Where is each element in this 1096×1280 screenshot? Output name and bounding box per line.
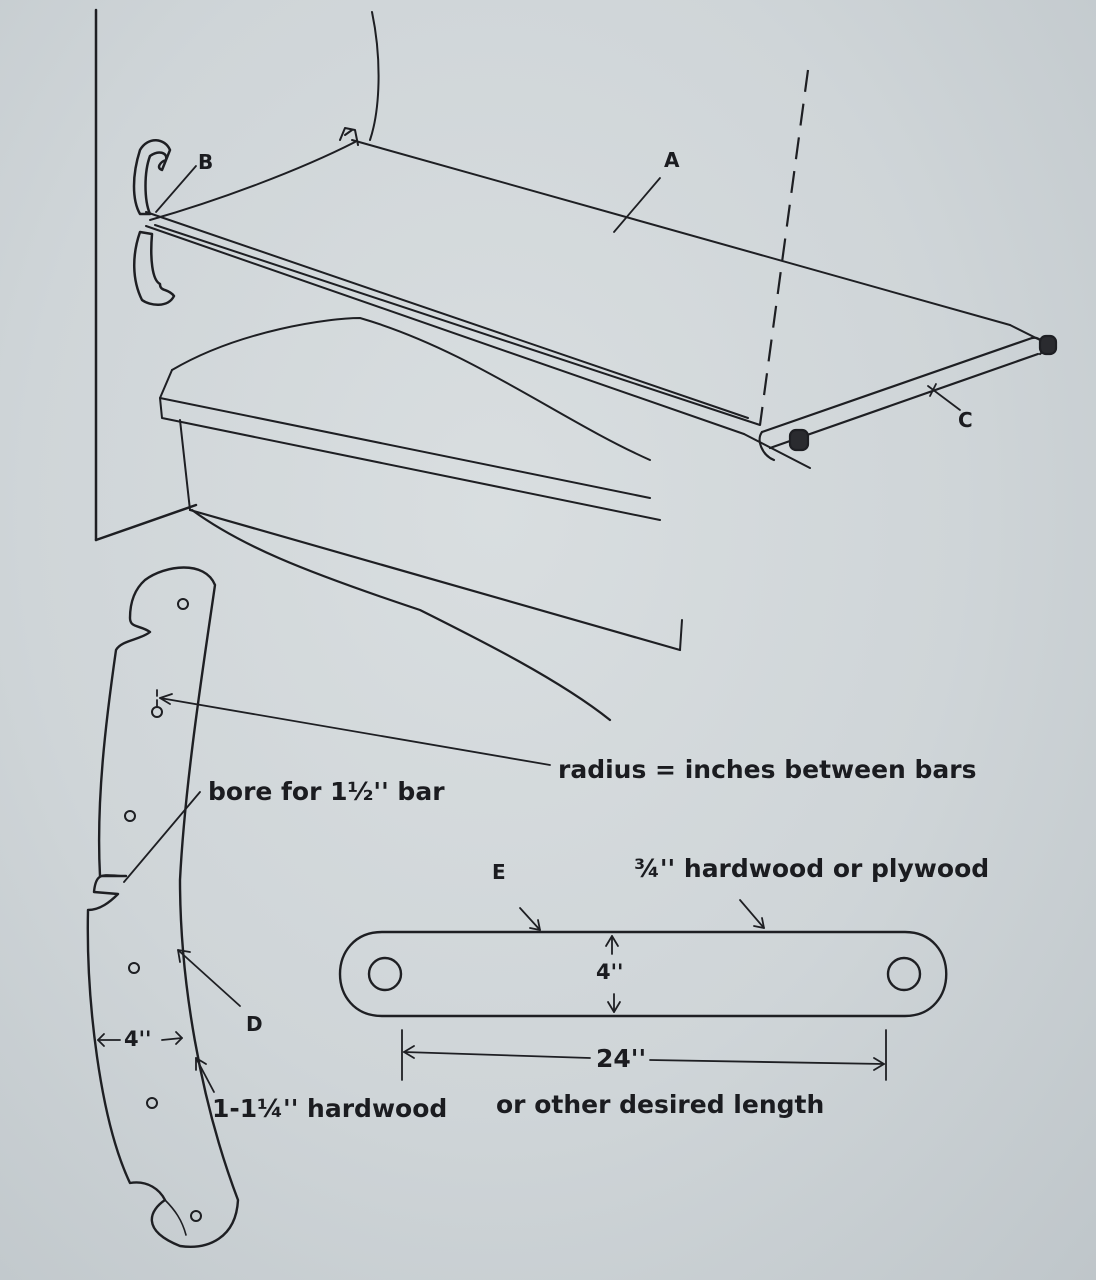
- leader-d: [177, 949, 241, 1007]
- stool: [159, 317, 683, 722]
- leader-e: [519, 907, 541, 931]
- leader-bore: [123, 791, 201, 883]
- bar-length-note: or other desired length: [496, 1090, 825, 1119]
- leader-radius: [159, 697, 551, 766]
- end-bar-c: [758, 334, 1058, 462]
- bar-length-label: 24'': [596, 1044, 647, 1073]
- sling-seat-a: [149, 127, 1041, 426]
- label-b: B: [198, 150, 214, 174]
- side-piece-d: [86, 566, 240, 1248]
- bar-width-dimension: [605, 935, 621, 1013]
- radius-annotation: radius = inches between bars: [558, 755, 977, 784]
- bar-length-dimension: [401, 1029, 887, 1081]
- bracket-b: [132, 139, 176, 306]
- leader-a: [613, 177, 661, 233]
- side-width-dimension: [97, 1031, 183, 1047]
- leader-plywood: [739, 899, 765, 929]
- end-bar-e: [338, 930, 948, 1018]
- label-d: D: [246, 1012, 263, 1036]
- side-material-annotation: 1-1¼'' hardwood: [212, 1094, 448, 1123]
- side-width-label: 4'': [124, 1027, 152, 1051]
- label-c: C: [958, 408, 973, 432]
- crossbar: [145, 211, 811, 469]
- label-e: E: [492, 860, 506, 884]
- label-a: A: [664, 148, 680, 172]
- wall: [94, 8, 380, 542]
- dashed-plumb-line: [758, 69, 810, 426]
- bar-material-annotation: ¾'' hardwood or plywood: [634, 854, 990, 883]
- leader-hardwood: [195, 1057, 215, 1093]
- bore-annotation: bore for 1½'' bar: [208, 777, 445, 806]
- leader-b: [155, 165, 197, 213]
- bar-width-label: 4'': [596, 960, 624, 984]
- side-piece-holes: [124, 598, 202, 1222]
